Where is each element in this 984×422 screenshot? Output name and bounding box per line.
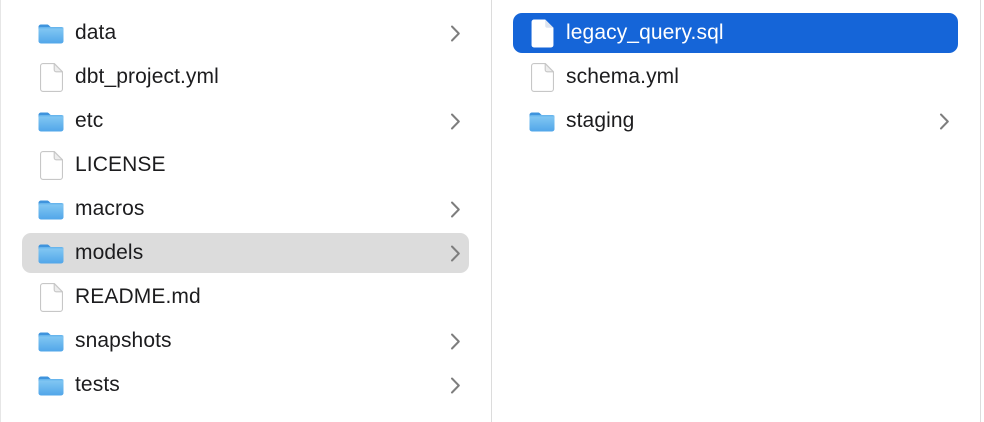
chevron-right-icon bbox=[450, 200, 461, 219]
folder-row[interactable]: tests bbox=[22, 365, 469, 405]
item-label: README.md bbox=[75, 285, 201, 308]
item-label: snapshots bbox=[75, 329, 172, 352]
item-label: legacy_query.sql bbox=[566, 21, 724, 44]
folder-icon bbox=[529, 106, 555, 136]
item-label: LICENSE bbox=[75, 153, 166, 176]
file-row[interactable]: LICENSE bbox=[22, 145, 469, 185]
item-label: schema.yml bbox=[566, 65, 680, 88]
document-icon bbox=[529, 62, 555, 92]
folder-row[interactable]: etc bbox=[22, 101, 469, 141]
folder-icon bbox=[38, 238, 64, 268]
chevron-right-icon bbox=[450, 244, 461, 263]
item-label: data bbox=[75, 21, 117, 44]
folder-icon bbox=[38, 326, 64, 356]
file-row[interactable]: legacy_query.sql bbox=[513, 13, 958, 53]
file-row[interactable]: dbt_project.yml bbox=[22, 57, 469, 97]
chevron-right-icon bbox=[450, 332, 461, 351]
document-icon bbox=[529, 18, 555, 48]
folder-icon bbox=[38, 106, 64, 136]
column-models-folder: legacy_query.sql schema.yml staging bbox=[492, 0, 981, 422]
item-label: staging bbox=[566, 109, 635, 132]
folder-icon bbox=[38, 194, 64, 224]
item-label: macros bbox=[75, 197, 145, 220]
file-row[interactable]: schema.yml bbox=[513, 57, 958, 97]
document-icon bbox=[38, 62, 64, 92]
chevron-right-icon bbox=[450, 112, 461, 131]
file-row[interactable]: README.md bbox=[22, 277, 469, 317]
column-parent-folder: data dbt_project.yml etc LICENSE bbox=[0, 0, 492, 422]
item-label: tests bbox=[75, 373, 120, 396]
folder-row[interactable]: data bbox=[22, 13, 469, 53]
folder-icon bbox=[38, 370, 64, 400]
folder-row[interactable]: models bbox=[22, 233, 469, 273]
item-label: models bbox=[75, 241, 144, 264]
item-label: etc bbox=[75, 109, 104, 132]
document-icon bbox=[38, 150, 64, 180]
chevron-right-icon bbox=[939, 112, 950, 131]
folder-icon bbox=[38, 18, 64, 48]
folder-row[interactable]: snapshots bbox=[22, 321, 469, 361]
document-icon bbox=[38, 282, 64, 312]
folder-row[interactable]: macros bbox=[22, 189, 469, 229]
chevron-right-icon bbox=[450, 24, 461, 43]
folder-row[interactable]: staging bbox=[513, 101, 958, 141]
item-label: dbt_project.yml bbox=[75, 65, 219, 88]
chevron-right-icon bbox=[450, 376, 461, 395]
